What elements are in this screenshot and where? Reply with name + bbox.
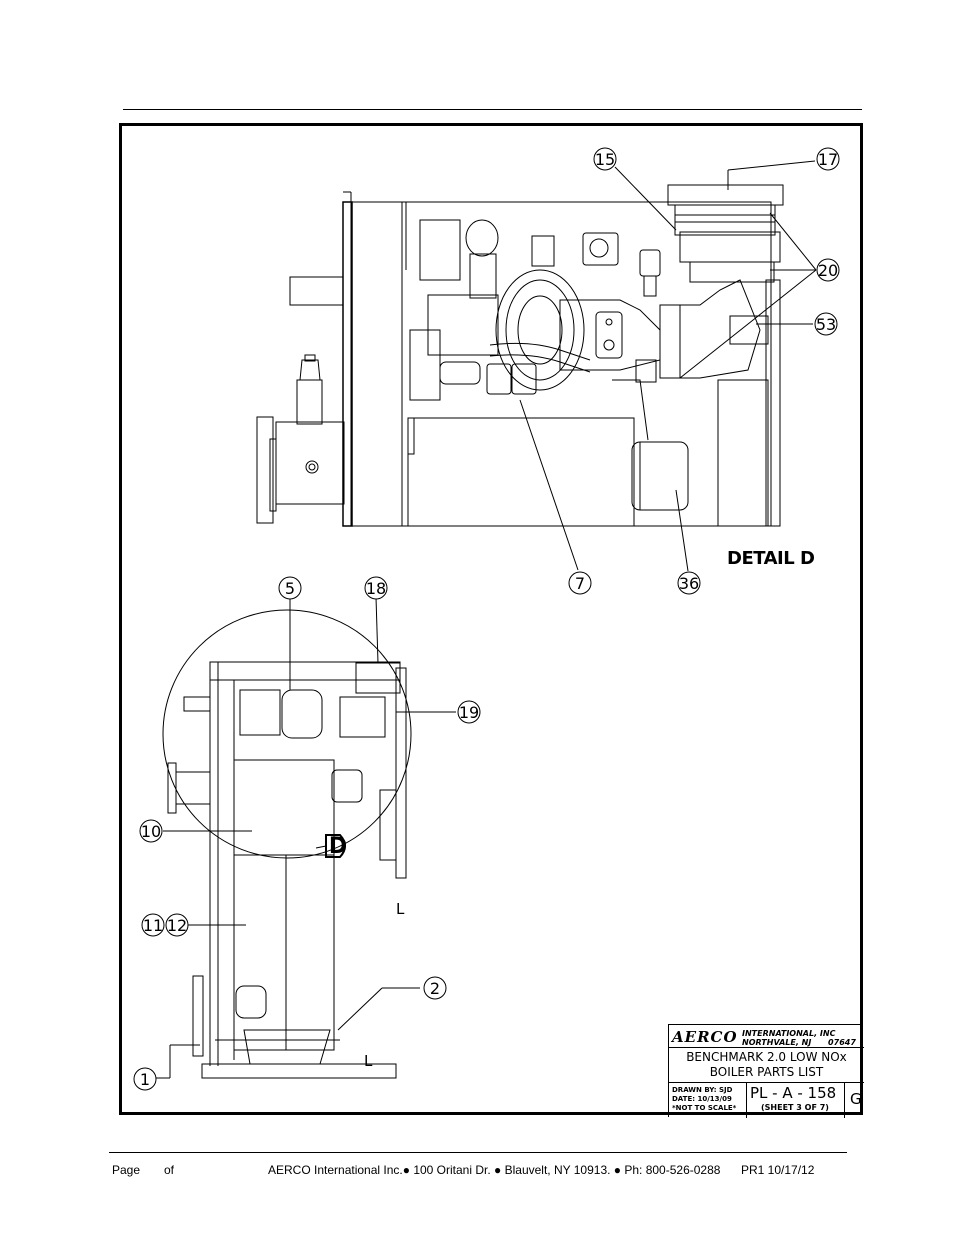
drawn-info: DRAWN BY: SJD DATE: 10/13/09 *NOT TO SCA… [672, 1086, 736, 1113]
overall-view [154, 596, 456, 1079]
footer-rule [109, 1152, 847, 1153]
scale-note: *NOT TO SCALE* [672, 1104, 737, 1112]
callout-17 [816, 147, 840, 171]
title-block-title-row [669, 1048, 864, 1083]
callout-10-label: 10 [141, 822, 161, 841]
drawing-date: DATE: 10/13/09 [672, 1095, 732, 1103]
callout-2-label: 2 [430, 979, 440, 998]
revision-letter: G [850, 1090, 862, 1108]
drawn-by: DRAWN BY: SJD [672, 1086, 733, 1094]
callout-17-label: 17 [818, 150, 838, 169]
callout-18 [364, 576, 388, 600]
footer-of-label: of [164, 1163, 175, 1177]
callout-11-label: 11 [143, 916, 163, 935]
callout-5 [278, 576, 302, 600]
view-marker-d: D [329, 834, 347, 859]
drawing-frame [119, 123, 863, 1115]
callout-19-label: 19 [459, 703, 479, 722]
callout-1 [133, 1067, 157, 1091]
top-rule [123, 109, 862, 110]
callout-15-label: 15 [595, 150, 615, 169]
detail-d-label: DETAIL D [727, 548, 815, 569]
callout-36-label: 36 [679, 574, 699, 593]
section-mark-l-lower: L [364, 1052, 373, 1070]
company-address: INTERNATIONAL, INC NORTHVALE, NJ 07647 [742, 1029, 856, 1047]
title-block-divider-2 [844, 1083, 845, 1118]
callout-5-label: 5 [285, 579, 295, 598]
callout-15 [593, 147, 617, 171]
detail-d-view [256, 160, 817, 572]
callout-7 [568, 571, 592, 595]
drawing-title-line2: BOILER PARTS LIST [709, 1065, 824, 1079]
callout-53-label: 53 [816, 315, 836, 334]
aerco-logo: AERCO [672, 1028, 738, 1046]
title-block-company-row [669, 1025, 864, 1048]
footer-revision-date: PR1 10/17/12 [741, 1163, 815, 1177]
callout-7-label: 7 [575, 574, 585, 593]
callout-10 [139, 819, 163, 843]
callout-11 [141, 913, 165, 937]
callout-18-label: 18 [366, 579, 386, 598]
callout-20 [816, 258, 840, 282]
footer-page-label: Page [112, 1163, 141, 1177]
drawing-title-line1: BENCHMARK 2.0 LOW NOx [686, 1050, 847, 1064]
callout-19 [457, 700, 481, 724]
title-block: AERCO INTERNATIONAL, INC NORTHVALE, NJ 0… [668, 1024, 864, 1118]
company-city: NORTHVALE, NJ 07647 [742, 1038, 856, 1047]
company-name: INTERNATIONAL, INC [742, 1029, 836, 1038]
callout-12-label: 12 [167, 916, 187, 935]
footer-address: AERCO International Inc.● 100 Oritani Dr… [268, 1163, 721, 1177]
section-mark-l-upper: L [396, 900, 405, 918]
callout-1-label: 1 [140, 1070, 150, 1089]
callout-2 [423, 976, 447, 1000]
drawing-number: PL - A - 158 [750, 1084, 837, 1102]
title-block-divider-1 [746, 1083, 747, 1118]
callout-53 [814, 312, 838, 336]
callout-36 [677, 571, 701, 595]
callout-12 [165, 913, 189, 937]
callout-20-label: 20 [818, 261, 838, 280]
sheet-number: (SHEET 3 OF 7) [761, 1103, 829, 1112]
